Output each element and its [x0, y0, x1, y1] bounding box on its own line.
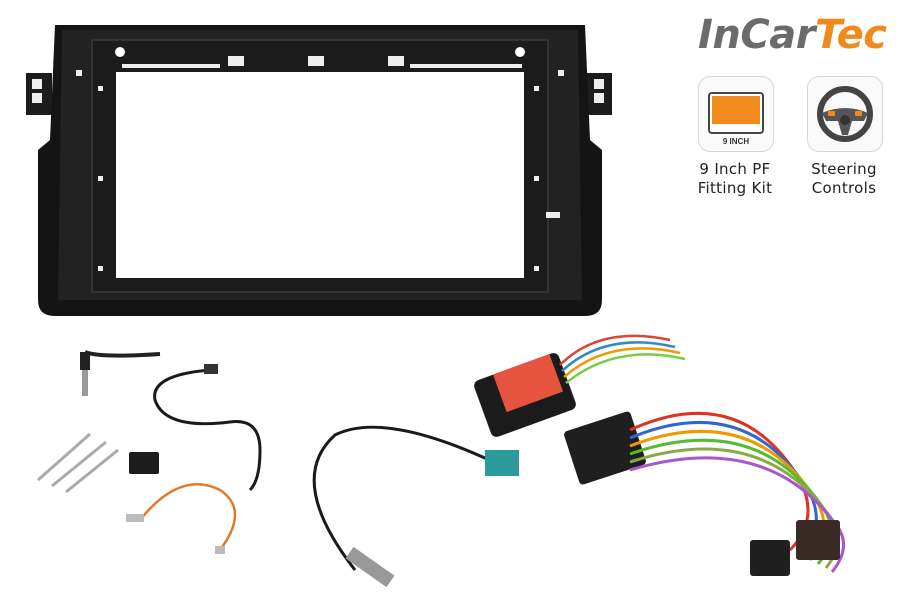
screen-size-tag: 9 INCH: [722, 137, 750, 146]
fitting-kit-badge: 9 INCH: [698, 76, 774, 152]
steering-controls-label-line1: Steering: [811, 160, 877, 178]
fitting-kit-label-line1: 9 Inch PF: [699, 160, 771, 178]
fascia-panel: [26, 25, 612, 316]
steering-wheel-icon: [817, 86, 873, 142]
fitting-kit-label-line2: Fitting Kit: [697, 179, 773, 197]
mic-cable: [153, 364, 262, 492]
iso-harness: [564, 411, 845, 576]
orange-wire: [126, 483, 237, 554]
steering-controls-label-line2: Controls: [811, 179, 877, 197]
fitting-kit-label: 9 Inch PF Fitting Kit: [680, 160, 790, 198]
screen-icon: [708, 92, 764, 134]
brand-logo: InCarTec: [698, 12, 887, 58]
connector-block: [129, 452, 159, 474]
steering-interface: [474, 334, 686, 437]
brand-logo-part1: InCar: [698, 12, 815, 58]
steering-controls-badge: [807, 76, 883, 152]
pins: [37, 432, 119, 494]
steering-controls-label: Steering Controls: [789, 160, 899, 198]
antenna-adapter: [312, 425, 519, 588]
aux-cable: [80, 350, 161, 396]
brand-logo-part2: Tec: [814, 12, 887, 58]
